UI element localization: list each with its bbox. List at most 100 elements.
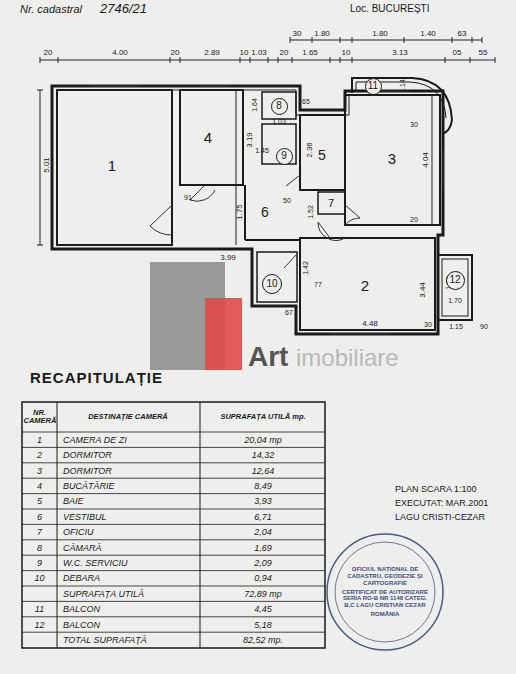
table-cell: DEBARA xyxy=(63,574,100,583)
table-cell: 5,18 xyxy=(254,620,272,629)
callout-circle: 12 xyxy=(446,271,465,290)
dimension: 05 xyxy=(453,49,462,57)
dimension: 1.03 xyxy=(251,49,267,57)
dimension: 10 xyxy=(240,49,249,57)
header-text: 2746/21 xyxy=(100,2,147,15)
stamp-text: ROMÂNIA xyxy=(371,611,400,618)
dimension: 91 xyxy=(184,194,192,201)
callout-circle: 11 xyxy=(365,78,382,95)
dimension: 1.42 xyxy=(302,261,309,275)
table-cell: DESTINAȚIE CAMERĂ xyxy=(58,413,198,421)
dimension: 30 xyxy=(410,121,418,128)
dimension: 30 xyxy=(293,30,302,38)
dimension: 63 xyxy=(458,30,467,38)
table-cell: 12,64 xyxy=(252,466,275,475)
dimension: 3.13 xyxy=(392,49,408,57)
table-cell: DORMITOR xyxy=(63,451,112,460)
watermark-block xyxy=(205,298,242,370)
table-cell: 2 xyxy=(37,451,42,460)
room-number: 5 xyxy=(318,148,326,162)
callout-circle: 8 xyxy=(271,98,288,115)
table-cell: VESTIBUL xyxy=(63,512,107,521)
dimension: 1.80 xyxy=(314,30,330,38)
dimension: 67 xyxy=(285,309,293,316)
table-cell: SUPRAFAȚA UTILĂ xyxy=(63,589,144,598)
table-cell: 2,09 xyxy=(254,558,272,567)
table-cell: 1,69 xyxy=(254,543,272,552)
table-cell: 12 xyxy=(34,620,44,629)
doors xyxy=(90,86,443,334)
table-cell: BUCĂTĂRIE xyxy=(63,481,115,490)
table-cell: 6,71 xyxy=(254,512,272,521)
table-cell: 9 xyxy=(37,558,42,567)
summary-table xyxy=(22,402,325,648)
dimension: 4.04 xyxy=(422,152,430,168)
watermark: Art xyxy=(248,343,288,371)
table-cell: TOTAL SUPRAFAȚĂ xyxy=(63,635,147,644)
dimension: 4.48 xyxy=(362,320,378,328)
dimension: 77 xyxy=(314,281,322,288)
table-cell: 2,04 xyxy=(254,528,272,537)
header-text: Loc. BUCUREȘTI xyxy=(350,4,429,14)
callout-circle: 10 xyxy=(262,274,282,294)
dimension: 1.52 xyxy=(307,205,314,219)
dimension: 3.19 xyxy=(246,132,254,148)
table-cell: 0,94 xyxy=(254,574,272,583)
table-cell: DORMITOR xyxy=(63,466,112,475)
room-number: 7 xyxy=(328,198,334,209)
table-cell: 11 xyxy=(35,605,44,614)
room-number: 3 xyxy=(388,151,396,166)
dimension: 65 xyxy=(302,98,310,105)
dimension: 4.00 xyxy=(112,49,128,57)
callout-number: 11 xyxy=(368,81,378,91)
room-number: 2 xyxy=(361,278,369,293)
callout-number: 9 xyxy=(281,151,287,161)
stamp-text: CERTIFICAT DE AUTORIZARE SERIA RO-B NR 1… xyxy=(339,589,431,610)
watermark: imobiliare xyxy=(296,346,399,370)
table-cell: 3 xyxy=(37,466,42,475)
dimension: 3.44 xyxy=(419,282,427,298)
stamp-text: OFICIUL NAȚIONAL DE CADASTRU, GEODEZIE Ș… xyxy=(339,566,431,587)
table-cell: SUPRAFAȚA UTILĂ mp. xyxy=(203,413,323,421)
dimension: 1.40 xyxy=(420,30,436,38)
table-cell: BAIE xyxy=(63,497,84,506)
plan-note: PLAN SCARA 1:100 xyxy=(395,485,477,494)
dimension: 5.01 xyxy=(43,157,51,173)
table-cell: NR. CAMERĂ xyxy=(24,409,56,426)
callout-number: 12 xyxy=(449,275,460,285)
dimension: 1.80 xyxy=(372,30,388,38)
dimension-lines xyxy=(40,40,495,330)
stamp-seal: OFICIUL NAȚIONAL DE CADASTRU, GEODEZIE Ș… xyxy=(339,544,431,640)
dimension: 1.14 xyxy=(399,79,406,93)
table-cell: W.C. SERVICIU xyxy=(63,558,128,567)
dimension: 10 xyxy=(342,49,351,57)
table-cell: 82,52 mp. xyxy=(243,635,283,644)
table-cell: 72,89 mp xyxy=(244,589,282,598)
table-cell: 8 xyxy=(37,543,42,552)
table-cell: 7 xyxy=(37,528,42,537)
room-number: 1 xyxy=(108,158,116,173)
dimension: 2.89 xyxy=(204,49,220,57)
room-number: 4 xyxy=(204,130,212,145)
table-cell: 20,04 mp xyxy=(244,435,282,444)
dimension: 20 xyxy=(171,49,180,57)
table-cell: BALCON xyxy=(63,620,100,629)
dimension: 50 xyxy=(283,197,291,204)
table-cell: 6 xyxy=(37,512,42,521)
dimension: 20 xyxy=(44,49,53,57)
table-cell: 8,49 xyxy=(254,481,272,490)
dimension: 1.75 xyxy=(236,204,244,220)
dimension: 1.15 xyxy=(449,323,463,330)
walls xyxy=(52,78,472,334)
table-cell: CĂMARĂ xyxy=(63,543,102,552)
dimension: 1.64 xyxy=(251,98,258,112)
plan-note: EXECUTAT: MAR.2001 xyxy=(395,499,488,508)
table-cell: 5 xyxy=(37,497,42,506)
table-cell: 10 xyxy=(34,574,44,583)
dimension: 2.36 xyxy=(306,142,314,158)
dimension: 1.70 xyxy=(448,297,462,304)
callout-circle: 9 xyxy=(276,148,293,165)
table-cell: 4,45 xyxy=(254,605,272,614)
dimension: 3.99 xyxy=(220,254,236,262)
plan-note: LAGU CRISTI-CEZAR xyxy=(395,513,485,522)
